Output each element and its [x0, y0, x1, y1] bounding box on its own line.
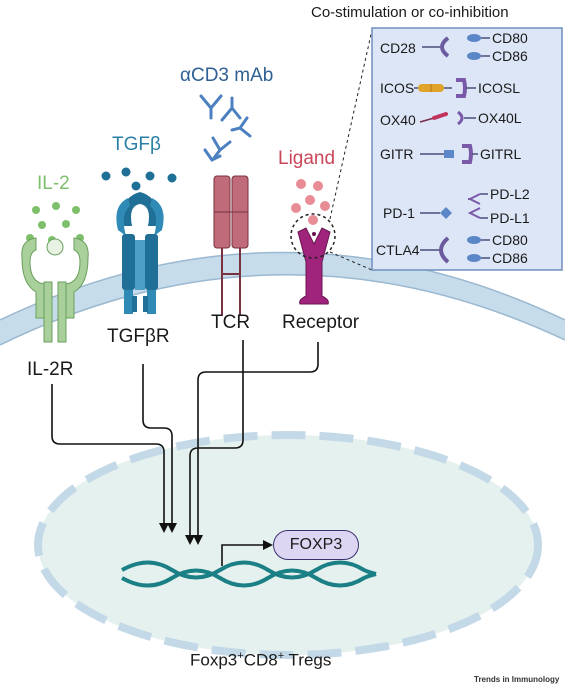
arrow-receptor: [193, 342, 319, 545]
tgfb-cytokine-dots: [101, 167, 177, 191]
costim-cd28: CD28: [380, 40, 416, 56]
costim-title: Co-stimulation or co-inhibition: [311, 4, 509, 21]
costim-row-pd1-icon: [420, 193, 488, 219]
label-il2r: IL-2R: [27, 359, 74, 380]
costim-row-gitr-icon: [420, 144, 478, 164]
arrow-transcription: [221, 540, 273, 566]
label-receptor: Receptor: [282, 312, 360, 333]
zoom-circle: [290, 213, 336, 259]
costim-pd1: PD-1: [383, 205, 415, 221]
dna-helix: [121, 560, 377, 588]
costim-icos: ICOS: [380, 80, 415, 96]
costim-pdl1: PD-L1: [490, 210, 530, 226]
label-il2: IL-2: [37, 173, 70, 194]
ligand-dots: [291, 179, 330, 225]
costim-ctla4: CTLA4: [376, 242, 420, 258]
costim-cd28-partner-bottom: CD86: [492, 48, 528, 64]
costim-row-ox40-icon: [419, 110, 476, 126]
zoom-line-top: [329, 29, 373, 220]
costim-gitr: GITR: [380, 146, 414, 162]
label-tgfbr: TGFβR: [107, 326, 170, 347]
acd3-antibody-icons: [199, 94, 252, 162]
costim-gitrl: GITRL: [480, 146, 522, 162]
costim-ctla4-partner-bottom: CD86: [492, 250, 528, 266]
costim-ctla4-partner-top: CD80: [492, 232, 528, 248]
caption-tregs: Tregs: [284, 650, 332, 670]
costim-row-cd28-icon: [422, 34, 490, 60]
costim-ox40l: OX40L: [478, 110, 522, 126]
label-tgfb: TGFβ: [112, 134, 161, 155]
costim-cd28-partner-top: CD80: [492, 30, 528, 46]
arrow-il2r: [51, 384, 169, 533]
foxp3-gene-badge: FOXP3: [273, 530, 359, 560]
costim-icosl: ICOSL: [478, 80, 521, 96]
il2-cytokine-dots: [26, 202, 84, 244]
arrow-tcr: [185, 340, 244, 545]
il2-receptor-icon: [21, 237, 89, 343]
arrow-tgfbr: [142, 364, 177, 533]
costim-row-ctla4-icon: [420, 236, 490, 264]
costim-ox40: OX40: [380, 112, 416, 128]
tcr-icon: [213, 175, 249, 316]
journal-credit: Trends in Immunology: [474, 675, 560, 684]
label-ligand: Ligand: [278, 148, 336, 169]
caption-sup1: +: [237, 650, 244, 662]
label-acd3: αCD3 mAb: [180, 65, 274, 86]
tgfb-receptor-icon: [116, 192, 164, 314]
label-tcr: TCR: [211, 312, 251, 333]
zoom-line-bottom: [329, 251, 373, 271]
costim-row-icos-icon: [414, 78, 476, 98]
receptor-icon: [297, 227, 331, 305]
caption: Foxp3+CD8+ Tregs: [190, 651, 331, 669]
costim-pdl2: PD-L2: [490, 186, 530, 202]
signaling-arrows: [51, 340, 319, 566]
caption-sup2: +: [277, 650, 285, 662]
caption-cd8: CD8: [243, 650, 278, 670]
caption-foxp3: Foxp3: [190, 650, 238, 670]
costim-box: [371, 27, 563, 271]
